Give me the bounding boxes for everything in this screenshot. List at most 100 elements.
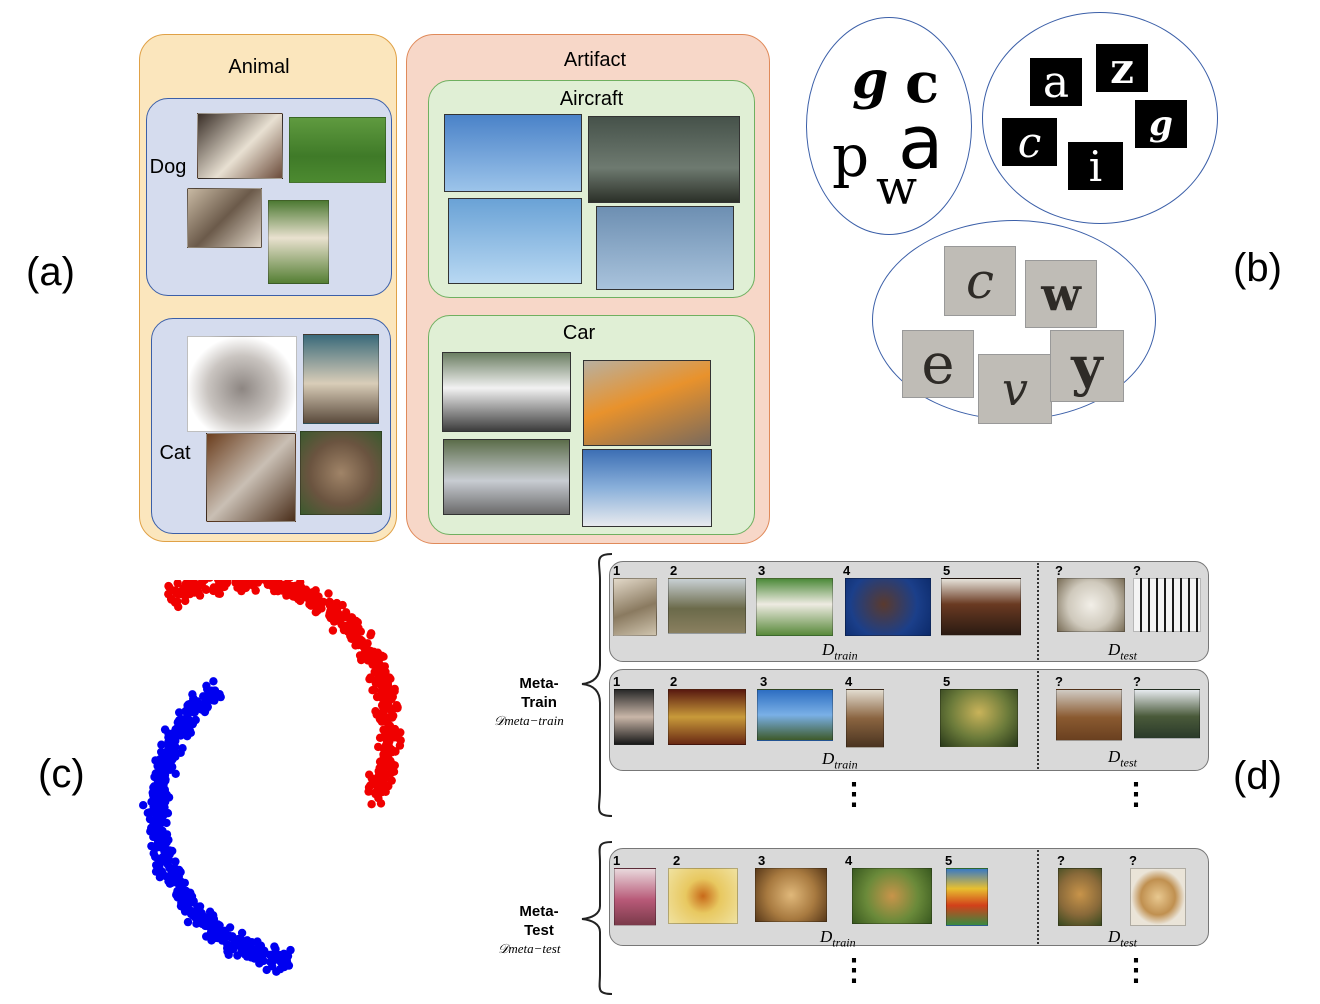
scatter-point (328, 600, 337, 609)
scatter-point (338, 600, 347, 610)
scatter-point (383, 718, 392, 728)
glyph: g (852, 50, 889, 111)
scatter-point (189, 907, 198, 916)
scatter-point (167, 864, 176, 874)
scatter-point (372, 692, 382, 702)
train-test-separator (1037, 563, 1039, 660)
scatter-point (153, 840, 162, 849)
support-image (668, 578, 746, 634)
panel-label-d: (d) (1233, 754, 1282, 798)
scatter-point (266, 950, 275, 960)
query-image (1130, 868, 1186, 926)
scatter-point (219, 934, 228, 944)
glyph-tile: e (902, 330, 974, 398)
scatter-point (157, 828, 166, 838)
scatter-point (209, 677, 218, 686)
scatter-point (173, 580, 182, 588)
character-cluster (982, 12, 1218, 224)
class-number: 3 (758, 853, 766, 868)
panel-label-a: (a) (26, 250, 75, 294)
class-number: 3 (760, 674, 768, 689)
scatter-point (283, 950, 292, 959)
class-number: 4 (845, 674, 853, 689)
scatter-point (259, 956, 268, 966)
glyph-tile: a (1030, 57, 1082, 108)
scatter-point (166, 759, 175, 769)
more-episodes-dots: ⋮ (839, 954, 869, 987)
cat-photo (187, 336, 297, 432)
support-image (668, 689, 746, 745)
scatter-point (262, 965, 271, 975)
scatter-point (314, 592, 323, 601)
scatter-point (225, 923, 235, 932)
class-number: 5 (943, 674, 951, 689)
scatter-point (157, 747, 166, 757)
scatter-point (176, 748, 185, 757)
support-image (614, 868, 656, 926)
scatter-point (215, 921, 224, 930)
artifact-title: Artifact (563, 49, 627, 71)
class-number: 2 (670, 563, 678, 578)
scatter-point (166, 594, 176, 604)
scatter-point (305, 600, 314, 609)
class-number: 2 (673, 853, 681, 868)
dog-photo (187, 188, 262, 248)
support-image (614, 689, 654, 745)
scatter-point (375, 733, 385, 742)
scatter-point (379, 779, 388, 789)
scatter-point (390, 724, 400, 734)
class-number: 4 (845, 853, 853, 868)
glyph-tile: z (1096, 44, 1148, 93)
scatter-point (373, 786, 382, 796)
glyph: p (832, 122, 870, 190)
support-image (845, 578, 931, 636)
aircraft-photo (444, 114, 582, 192)
car-photo (443, 439, 570, 515)
class-number: 5 (943, 563, 951, 578)
class-number: 5 (945, 853, 953, 868)
support-image (757, 689, 833, 741)
scatter-point (296, 596, 305, 606)
car-label: Car (562, 322, 596, 344)
meta-train-label: Meta- Train (519, 675, 559, 711)
scatter-point (324, 589, 333, 598)
scatter-point (285, 590, 295, 599)
scatter-point (272, 586, 281, 595)
meta-test-brace (581, 841, 613, 995)
support-image (946, 868, 988, 926)
scatter-point (209, 586, 218, 596)
scatter-point (375, 774, 384, 783)
scatter-point (210, 686, 220, 695)
scatter-point (181, 706, 190, 716)
class-number: 2 (670, 674, 678, 689)
train-test-separator (1037, 850, 1039, 944)
train-test-separator (1037, 671, 1039, 769)
scatter-point (314, 604, 324, 613)
scatter-point (319, 597, 328, 607)
scatter-point (145, 808, 154, 817)
scatter-point (160, 786, 169, 795)
scatter-point (263, 580, 272, 588)
scatter-point (154, 775, 163, 784)
scatter-point (175, 708, 184, 717)
scatter-point (237, 936, 246, 945)
glyph-tile: c (1002, 118, 1057, 167)
dog-photo (197, 113, 283, 179)
d-train-label: Dtrain (820, 927, 856, 950)
scatter-point (239, 947, 249, 956)
meta-test-symbol: 𝒟meta−test (498, 941, 561, 956)
d-train-label: Dtrain (822, 749, 858, 772)
scatter-point (188, 895, 197, 905)
scatter-point (215, 585, 224, 594)
glyph-tile: w (1025, 260, 1097, 328)
class-number: 1 (613, 563, 621, 578)
scatter-point (219, 580, 228, 586)
query-mark: ? (1133, 563, 1141, 578)
scatter-point (256, 941, 266, 950)
d-test-label: Dtest (1108, 747, 1137, 770)
glyph: a (898, 100, 944, 186)
scatter-point (197, 909, 206, 918)
glyph-tile: y (1050, 330, 1124, 402)
scatter-point (274, 954, 283, 964)
support-image (756, 578, 833, 636)
